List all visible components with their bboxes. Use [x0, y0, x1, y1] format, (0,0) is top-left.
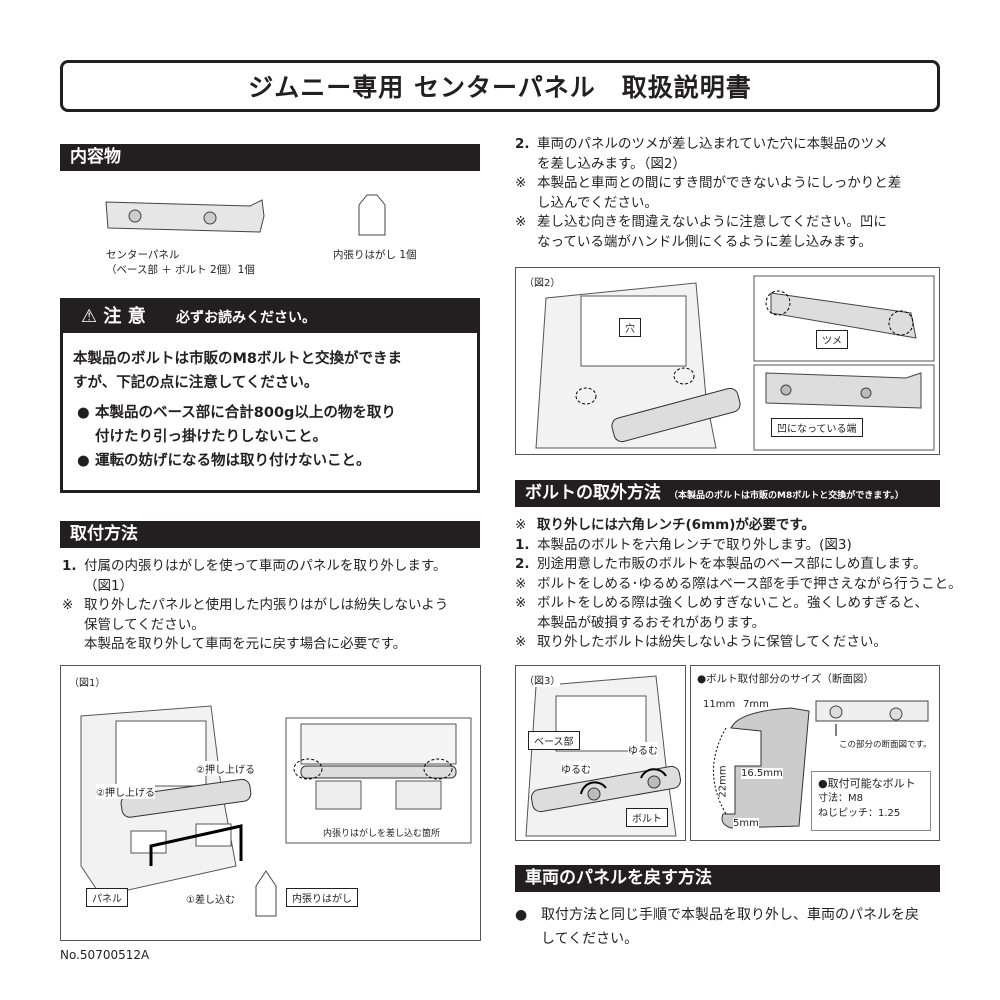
base-label: ベース部	[528, 731, 580, 750]
install-steps: 1. 付属の内張りはがしを使って車両のパネルを取り外します。 （図1） ※ 取り外し…	[62, 557, 448, 655]
restore-line: してください。	[541, 931, 639, 947]
note-mark: ※	[515, 214, 527, 230]
item-panel-caption-2: （ベース部 ＋ ボルト 2個）1個	[106, 264, 255, 276]
restore-line: 取付方法と同じ手順で本製品を取り外し、車両のパネルを戻	[541, 907, 919, 923]
requirement-text: 取り外しには六角レンチ(6mm)が必要です。	[537, 517, 816, 533]
caution-header: ⚠ 注 意 必ずお読みください。	[63, 301, 477, 333]
note-text: 保管してください。	[84, 616, 205, 633]
compatible-bolt-box: ●取付可能なボルト 寸法：M8 ねじピッチ：1.25	[811, 771, 931, 831]
figure-label: （図3）	[524, 672, 561, 687]
loosen-label: ゆるむ	[628, 742, 658, 757]
caution-text: 本製品のボルトは市販のM8ボルトと交換ができま	[73, 351, 403, 367]
bolt-removal-illustration	[525, 675, 682, 837]
note-text: なっている端がハンドル側にくるように差し込みます。	[537, 233, 872, 250]
contents-heading: 内容物	[60, 144, 480, 171]
dimension-22mm: 22mm	[717, 765, 729, 798]
step-text: （図1）	[84, 577, 134, 594]
bolt-steps: ※取り外しには六角レンチ(6mm)が必要です。 1.本製品のボルトを六角レンチで…	[515, 516, 962, 653]
caution-text: すが、下記の点に注意してください。	[73, 375, 319, 391]
figure-label: （図2）	[524, 274, 561, 289]
section-note: この部分の断面図です。	[839, 738, 932, 750]
note-text: 本製品が破損するおそれがあります。	[537, 614, 766, 631]
bolt-heading-note: （本製品のボルトは市販のM8ボルトと交換ができます。）	[669, 491, 904, 501]
bullet: ●	[77, 405, 90, 421]
caution-title: 注 意	[103, 306, 146, 327]
figure-label: （図1）	[69, 674, 106, 689]
item-panel-caption-1: センターパネル	[106, 249, 180, 261]
bolt-label: ボルト	[626, 808, 668, 827]
note-text: 本製品を取り外して車両を元に戻す場合に必要です。	[84, 636, 407, 652]
insert-label: ①差し込む	[186, 891, 235, 906]
dimension-7mm: 7mm	[743, 699, 769, 710]
bolt-heading-text: ボルトの取外方法	[525, 483, 661, 503]
note-mark: ※	[515, 175, 527, 191]
document-number: No.50700512A	[60, 948, 150, 962]
scraper-label: 内張りはがし	[286, 888, 358, 907]
bolt-heading: ボルトの取外方法 （本製品のボルトは市販のM8ボルトと交換ができます。）	[515, 480, 940, 507]
dimension-16-5mm: 16.5mm	[741, 768, 783, 779]
caution-box: ⚠ 注 意 必ずお読みください。 本製品のボルトは市販のM8ボルトと交換ができま…	[60, 298, 480, 493]
restore-text: ● 取付方法と同じ手順で本製品を取り外し、車両のパネルを戻 してください。	[515, 903, 919, 951]
page-title: ジムニー専用 センターパネル 取扱説明書	[60, 60, 940, 112]
bullet: ●	[515, 907, 528, 923]
figure-1: （図1） ②押し上げる ②押し上げる パネル ①差し込む 内張りはがし 内張りは…	[60, 665, 481, 941]
dimension-5mm: 5mm	[733, 818, 759, 829]
bullet: ●	[77, 453, 90, 469]
center-panel-image	[100, 192, 270, 242]
note-mark: ※	[515, 595, 527, 611]
warning-icon: ⚠	[81, 306, 98, 327]
note-mark: ※	[62, 597, 74, 613]
caution-subtitle: 必ずお読みください。	[175, 310, 316, 326]
loosen-label: ゆるむ	[561, 761, 591, 776]
push-up-label: ②押し上げる	[96, 784, 155, 799]
compat-title: ●取付可能なボルト	[818, 777, 916, 790]
note-text: 差し込む向きを間違えないように注意してください。凹に	[537, 214, 887, 230]
note-text: 本製品と車両との間にすき間ができないようにしっかりと差	[537, 175, 902, 191]
caution-bullet-text: 運転の妨げになる物は取り付けないこと。	[95, 453, 371, 469]
note-text: ボルトをしめる･ゆるめる際はベース部を手で押さえながら行うこと。	[537, 575, 962, 592]
figure-3: （図3） ベース部 ゆるむ ゆるむ ボルト	[515, 665, 686, 841]
note-mark: ※	[515, 517, 527, 533]
panel-label: パネル	[86, 888, 128, 907]
step-text: 付属の内張りはがしを使って車両のパネルを取り外します。	[84, 558, 447, 574]
note-text: 取り外したパネルと使用した内張りはがしは紛失しないよう	[84, 597, 449, 613]
figure-2: （図2） 穴 ツメ 凹になっている端	[515, 267, 940, 455]
note-mark: ※	[515, 634, 527, 650]
size-title: ●ボルト取付部分のサイズ（断面図）	[697, 671, 874, 686]
note-text: ボルトをしめる際は強くしめすぎないこと。強くしめすぎると、	[537, 595, 928, 611]
install-steps-continued: 2. 車両のパネルのツメが差し込まれていた穴に本製品のツメ を差し込みます。（図2…	[515, 135, 901, 252]
scraper-image	[355, 193, 390, 238]
step-text: 別途用意した市販のボルトを本製品のベース部にしめ直します。	[537, 556, 927, 572]
step-text: 本製品のボルトを六角レンチで取り外します。(図3)	[537, 536, 852, 553]
note-text: し込んでください。	[537, 194, 658, 211]
step-text: を差し込みます。（図2）	[537, 155, 686, 172]
step-number: 2.	[515, 136, 530, 152]
panel-insertion-illustration	[535, 275, 935, 451]
caution-bullet-text: 本製品のベース部に合計800g以上の物を取り	[95, 405, 396, 421]
bolt-pitch: ねじピッチ：1.25	[818, 808, 901, 819]
dimension-11mm: 11mm	[703, 699, 736, 710]
step-text: 車両のパネルのツメが差し込まれていた穴に本製品のツメ	[537, 136, 888, 152]
note-mark: ※	[515, 575, 527, 592]
insert-point-label: 内張りはがしを差し込む箇所	[323, 826, 441, 839]
hole-label: 穴	[619, 318, 641, 337]
bolt-size-figure: ●ボルト取付部分のサイズ（断面図） 11mm 7mm 22mm 16.5mm 5…	[690, 665, 940, 841]
item-scraper-caption: 内張りはがし 1個	[333, 249, 417, 261]
bolt-dimension: 寸法：M8	[818, 793, 863, 804]
step-number: 1.	[62, 558, 77, 574]
dashboard-illustration	[80, 705, 472, 917]
tab-label: ツメ	[816, 330, 848, 349]
install-heading: 取付方法	[60, 521, 480, 548]
concave-end-label: 凹になっている端	[771, 418, 863, 437]
note-text: 取り外したボルトは紛失しないように保管してください。	[537, 634, 887, 650]
restore-heading: 車両のパネルを戻す方法	[515, 865, 940, 892]
caution-bullet-text: 付けたり引っ掛けたりしないこと。	[95, 429, 327, 445]
push-up-label: ②押し上げる	[196, 761, 255, 776]
